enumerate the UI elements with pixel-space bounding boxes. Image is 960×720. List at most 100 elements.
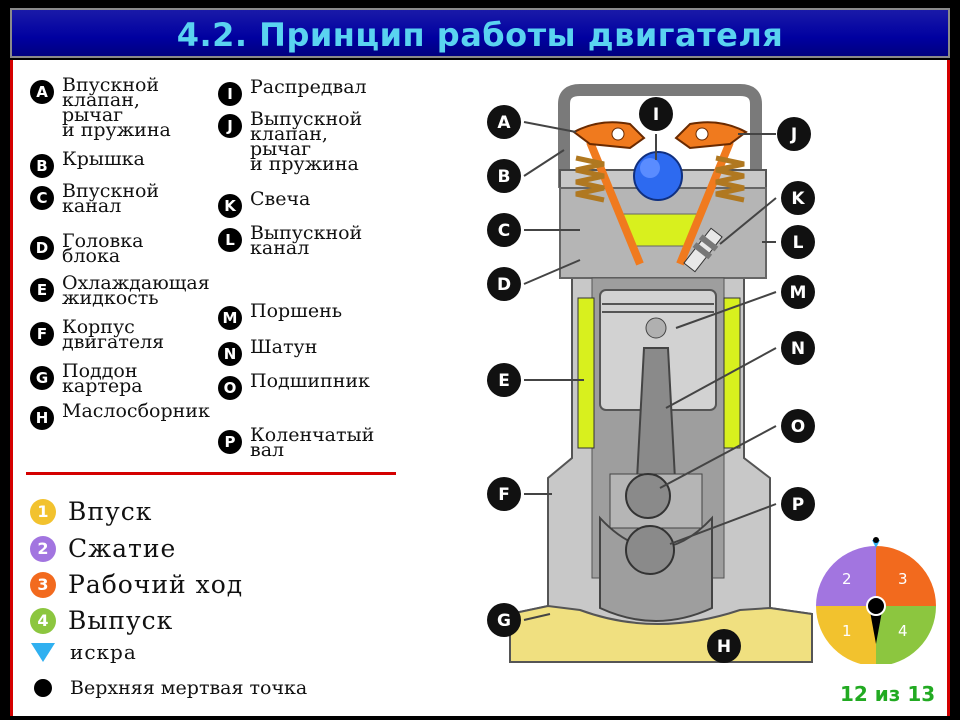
callout-label-i: I <box>653 105 659 125</box>
legend-line: Впускной <box>62 180 160 202</box>
legend-item-o: O Подшипник <box>218 370 370 400</box>
legend-line: Шатун <box>250 336 318 358</box>
callout-badge-j <box>777 117 811 151</box>
legend-text: Крышка <box>62 150 145 169</box>
coolant-left <box>577 297 595 449</box>
legend-line: Поддон <box>62 360 138 382</box>
legend-line: Поршень <box>250 300 343 322</box>
legend-badge: M <box>218 306 242 330</box>
callout-badge-b <box>487 159 521 193</box>
legend-text: Распредвал <box>250 76 367 98</box>
spark-plug <box>683 227 723 273</box>
camshaft-highlight <box>640 158 660 178</box>
dial-sector-1 <box>816 606 876 664</box>
callout-label-o: O <box>791 417 805 437</box>
callout-badge-g <box>487 603 521 637</box>
legend-text: Подшипник <box>250 370 370 392</box>
legend-badge: A <box>30 80 54 104</box>
callout-badge-l <box>781 225 815 259</box>
stroke-cycle-dial: 2 3 1 4 <box>816 537 936 664</box>
legend-line: рычаг <box>62 104 124 126</box>
callout-badge-h <box>707 629 741 663</box>
legend-badge: H <box>30 406 54 430</box>
dial-sector-4 <box>876 606 936 664</box>
legend-badge: E <box>30 278 54 302</box>
legend-badge: L <box>218 228 242 252</box>
dial-sector-3 <box>876 546 936 606</box>
intake-spring <box>575 155 605 203</box>
legend-line: Распредвал <box>250 76 367 98</box>
legend-badge: D <box>30 236 54 260</box>
legend-divider <box>26 472 396 475</box>
legend-line: канал <box>250 237 310 259</box>
legend-line: Подшипник <box>250 370 370 392</box>
legend-line: и пружина <box>62 119 171 141</box>
page-title: 4.2. Принцип работы двигателя <box>176 16 784 54</box>
legend-badge: O <box>218 376 242 400</box>
dial-label-1: 1 <box>842 622 852 640</box>
callout-badge-c <box>487 213 521 247</box>
callout-label-f: F <box>498 485 510 505</box>
dial-label-3: 3 <box>898 570 908 588</box>
phase-label: Рабочий ход <box>68 570 244 599</box>
legend-line: рычаг <box>250 138 312 160</box>
callout-label-l: L <box>793 233 804 253</box>
legend-line: Корпус <box>62 316 135 338</box>
tdc-label: Верхняя мертвая точка <box>70 677 308 699</box>
spark-triangle-icon <box>31 643 55 662</box>
phase-item-3: 3 Рабочий ход <box>30 570 243 599</box>
phase-badge: 1 <box>30 498 56 525</box>
valve-cover <box>558 84 762 188</box>
legend-badge: K <box>218 194 242 218</box>
legend-line: блока <box>62 245 121 267</box>
callout-label-k: K <box>791 189 805 209</box>
dial-pointer <box>869 606 883 644</box>
legend-text: Шатун <box>250 336 318 358</box>
callout-badge-k <box>781 181 815 215</box>
legend-badge: G <box>30 366 54 390</box>
exhaust-rocker-pivot <box>695 127 709 141</box>
legend-line: клапан, <box>250 123 328 145</box>
legend-line: Маслосборник <box>62 400 210 422</box>
callout-leaders <box>523 121 777 621</box>
legend-badge: P <box>218 430 242 454</box>
legend-line: Выпускной <box>250 222 363 244</box>
callout-badge-n <box>781 331 815 365</box>
callout-label-j: J <box>790 125 797 145</box>
legend-line: картера <box>62 375 143 397</box>
dial-label-4: 4 <box>898 622 908 640</box>
exhaust-spring <box>715 155 745 203</box>
phase-badge: 3 <box>30 571 56 598</box>
crankshaft <box>625 525 675 575</box>
legend-line: жидкость <box>62 287 159 309</box>
legend-text: Маслосборник <box>62 400 210 422</box>
legend-line: и пружина <box>250 153 359 175</box>
title-bar: 4.2. Принцип работы двигателя <box>10 8 950 58</box>
callout-label-a: A <box>497 113 511 133</box>
intake-rocker <box>572 121 646 150</box>
dial-hub <box>866 596 886 616</box>
callout-label-c: C <box>498 221 510 241</box>
callout-badge-f <box>487 477 521 511</box>
phase-badge: 4 <box>30 607 56 634</box>
piston-pin <box>645 317 667 339</box>
tdc-dot-icon <box>34 679 52 697</box>
callout-badge-a <box>487 105 521 139</box>
spark-legend: искра <box>30 640 137 664</box>
phase-label: Сжатие <box>68 534 177 563</box>
